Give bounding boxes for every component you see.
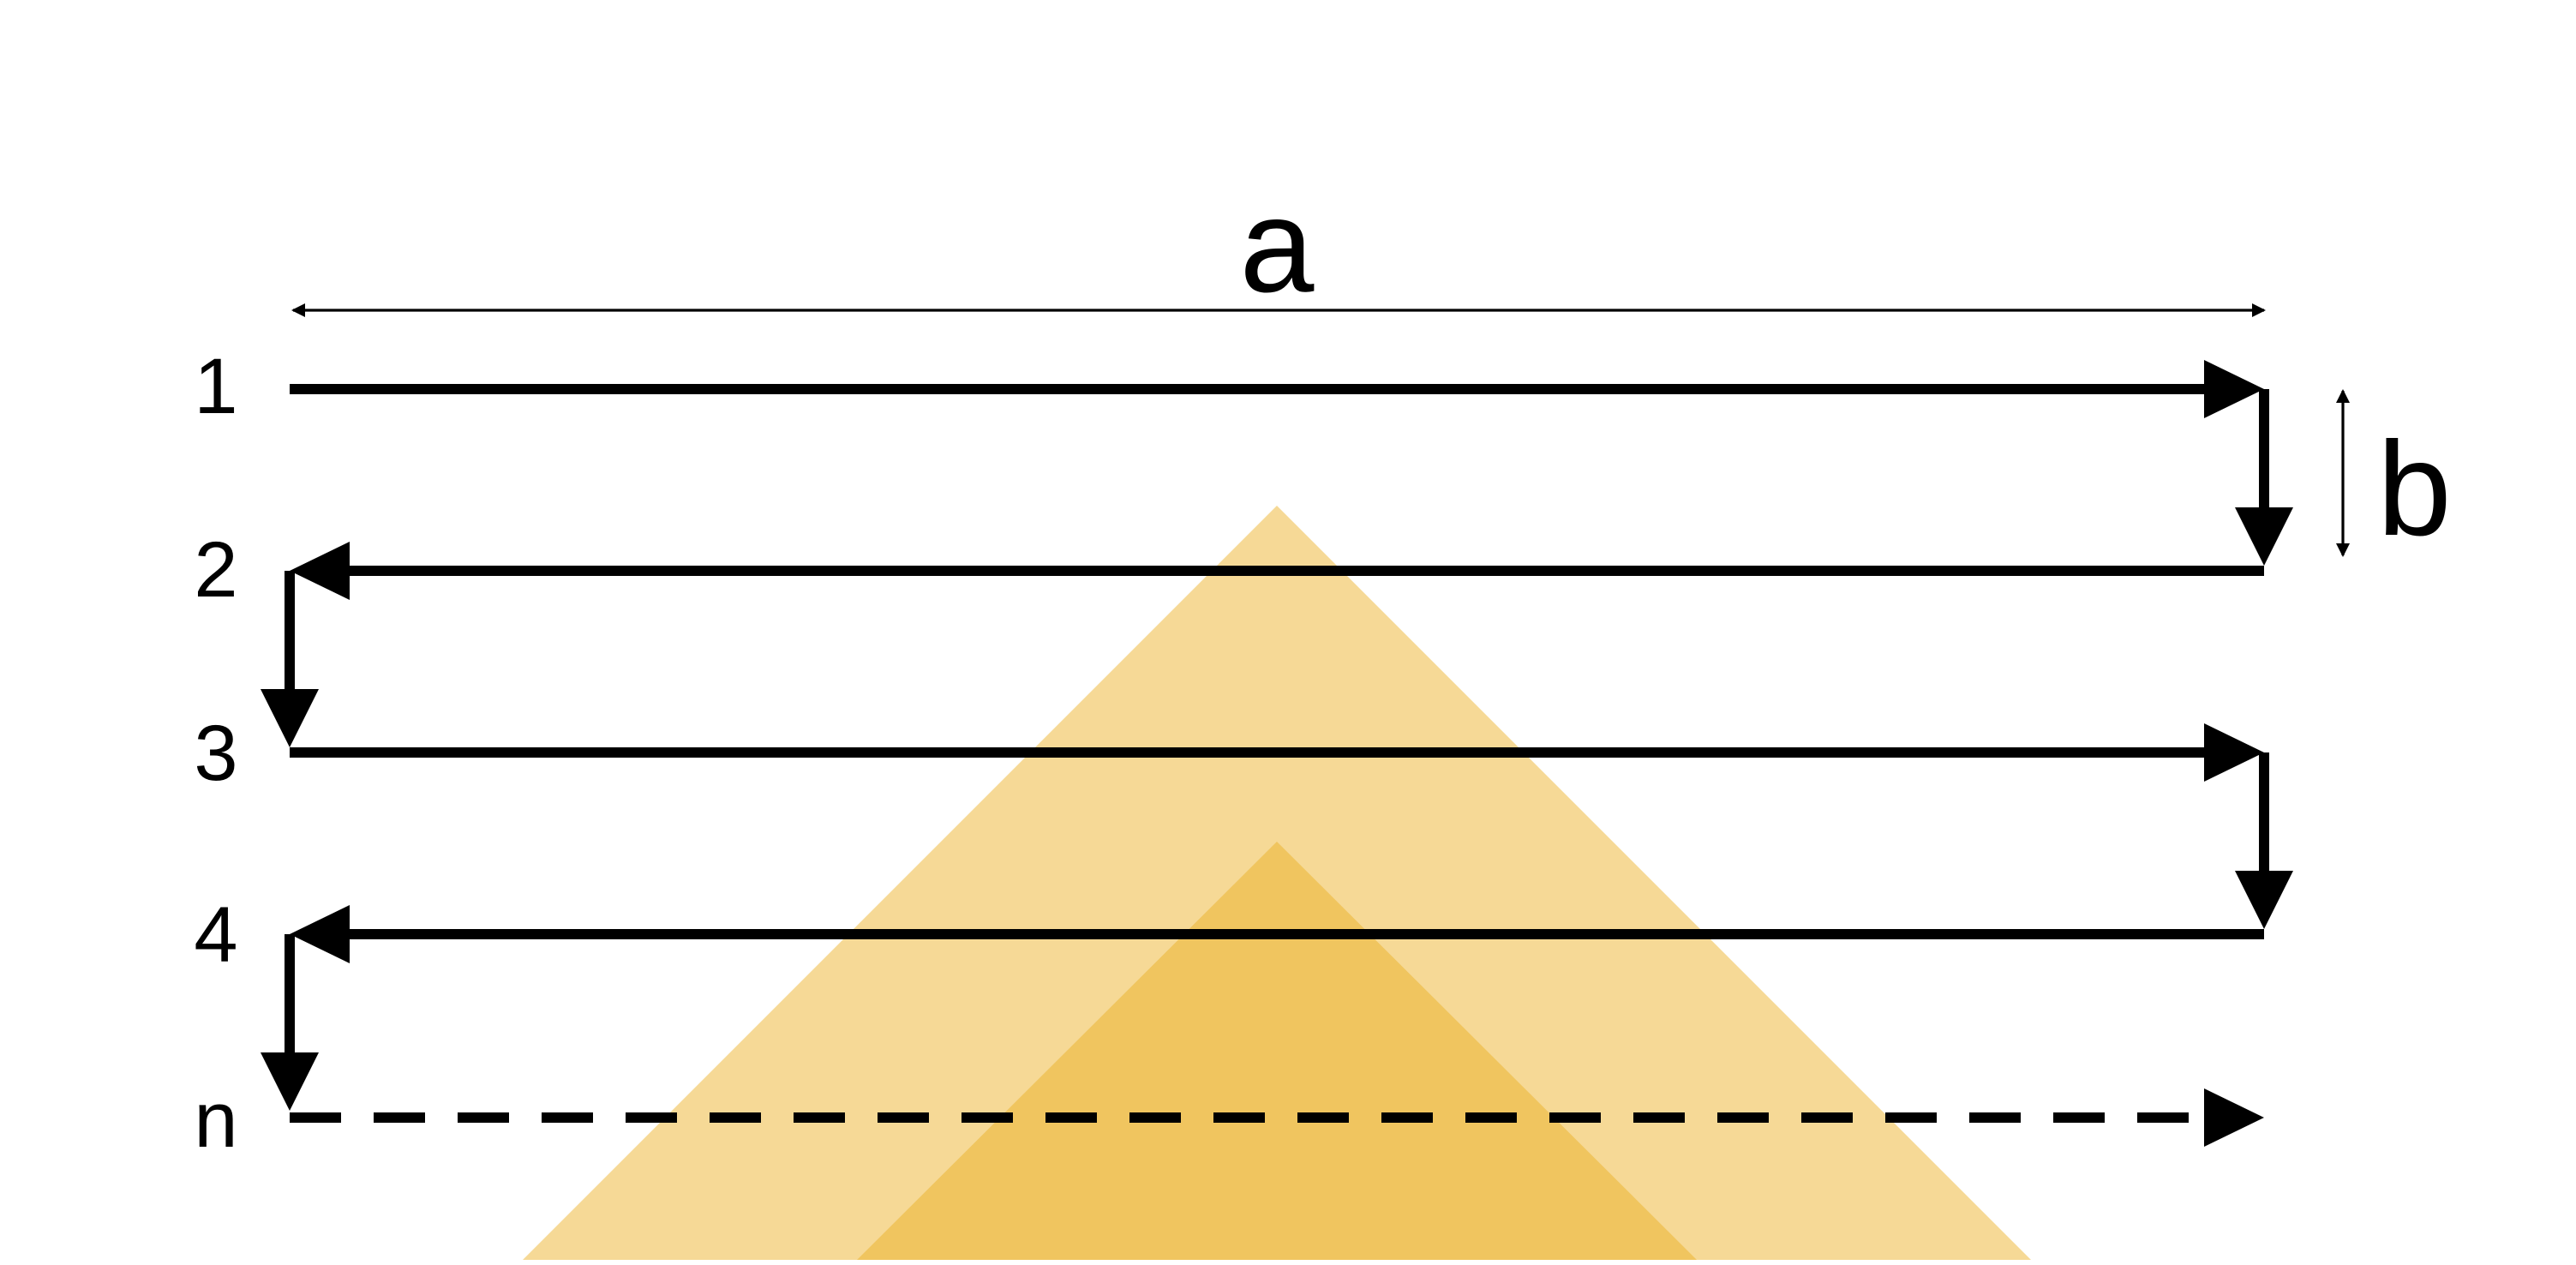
row-n-arrowhead [2204,1088,2264,1147]
row-label-3: 3 [194,710,237,797]
row-label-4: 4 [194,891,237,979]
width-label: a [1240,171,1315,321]
row-label-n: n [194,1076,237,1164]
row-1-arrowhead [2204,360,2264,418]
row-4-arrowhead [290,905,350,963]
inner-triangle [857,842,1697,1260]
row-3-step-down-arrowhead [2235,871,2293,929]
row-1-step-down-arrowhead [2235,507,2293,566]
row-2-arrowhead [290,542,350,600]
row-2-step-down-arrowhead [261,689,319,747]
row-label-2: 2 [194,526,237,614]
row-4-step-down-arrowhead [261,1052,319,1111]
row-3-arrowhead [2204,723,2264,782]
spacing-label: b [2377,415,2452,564]
row-label-1: 1 [194,343,237,430]
